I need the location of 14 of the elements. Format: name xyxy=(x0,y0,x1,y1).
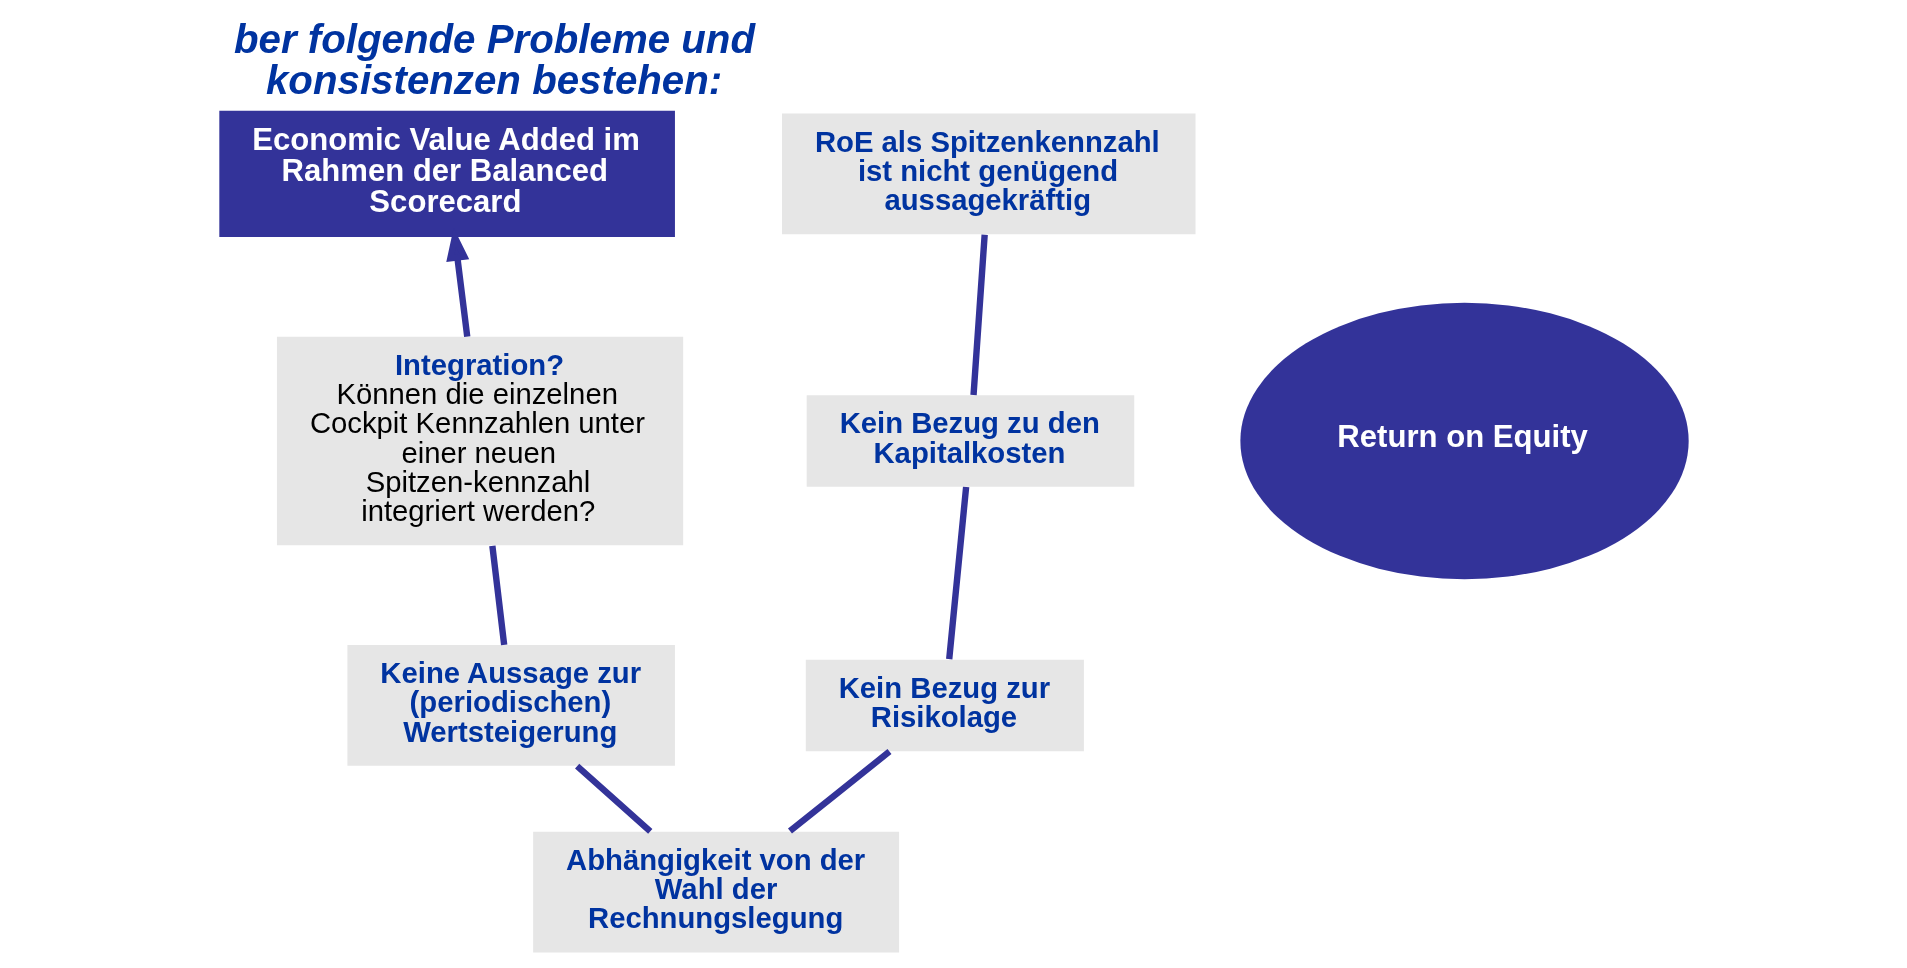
node-box: Integration? Können die einzelnen Cockpit Kennzahlen unter einer neuen Spitzen-kennzahl integriert werden? xyxy=(276,336,683,546)
connector xyxy=(969,234,988,396)
connector xyxy=(787,749,891,834)
connector xyxy=(574,763,652,834)
node-box: Keine Aussage zur (periodischen) Wertsteigerung xyxy=(346,645,675,766)
diagram-title: ber folgende Probleme und konsistenzen bestehen: xyxy=(233,17,755,103)
node-box: Economic Value Added im Rahmen der Balanced Scorecard xyxy=(218,110,675,237)
node-box: Abhängigkeit von der Wahl der Rechnungslegung xyxy=(532,831,899,953)
node-box: RoE als Spitzenkennzahl ist nicht genügend aussagekräftig xyxy=(781,113,1196,235)
connector xyxy=(488,545,507,646)
node-ellipse: Return on Equity xyxy=(1239,302,1689,580)
connector xyxy=(945,486,969,660)
node-box: Kein Bezug zur Risikolage xyxy=(805,659,1084,752)
node-box: Kein Bezug zu den Kapitalkosten xyxy=(806,395,1134,487)
